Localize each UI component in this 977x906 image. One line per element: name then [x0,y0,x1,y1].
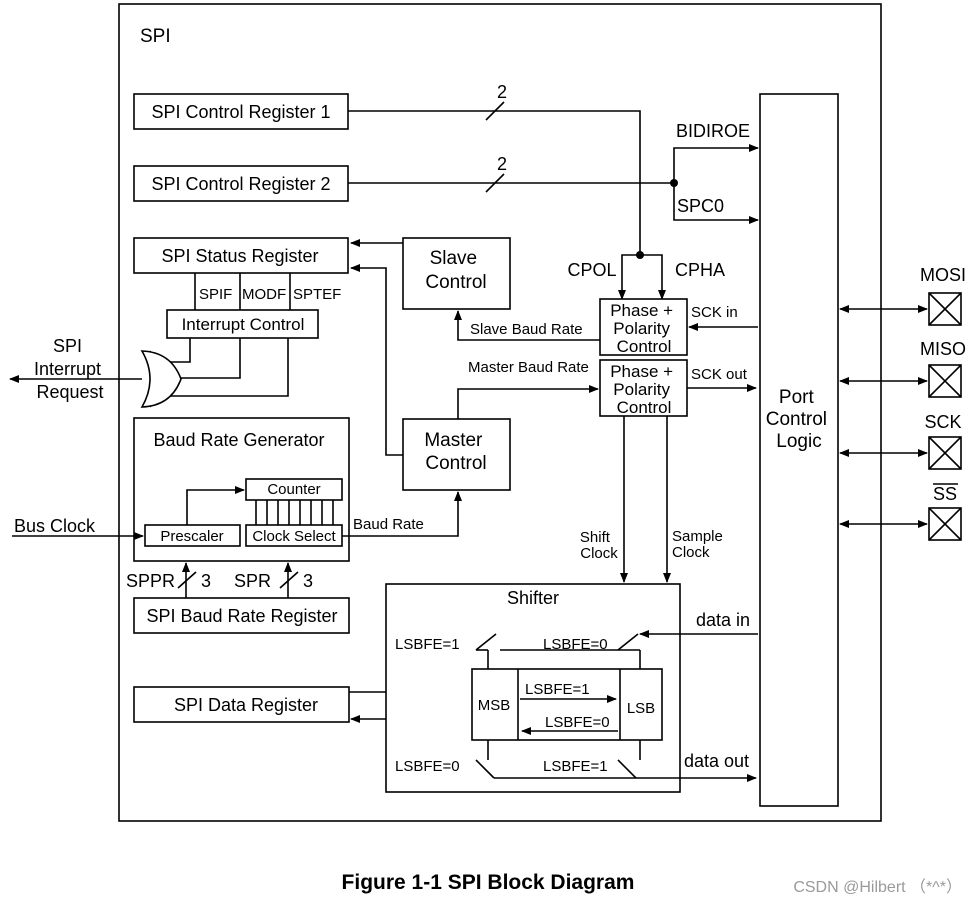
spc0-label: SPC0 [677,196,724,216]
lsbfe0-bottom-switch [475,759,495,779]
master-to-status-line [350,264,403,456]
port-control-logic-box [759,93,839,807]
shifter-label: Shifter [507,588,559,608]
interrupt-request-label: SPI Interrupt Request [34,336,106,402]
status-register-label: SPI Status Register [161,246,318,266]
cr1-bus-width: 2 [497,82,507,102]
cr1-bus-line [348,110,641,255]
counter-label: Counter [267,481,320,498]
pin-sck: SCK [839,412,962,470]
sppr-slash [177,571,197,589]
ss-label: SS [933,484,957,504]
baud-rate-label: Baud Rate [353,516,424,533]
prescaler-to-counter-line [186,486,245,525]
lsbfe1-bottom-label: LSBFE=1 [543,758,608,775]
master-baud-rate-line [457,385,599,419]
control-register-2-label: SPI Control Register 2 [151,174,330,194]
interrupt-control-label: Interrupt Control [182,315,305,334]
or-gate [140,350,182,408]
modf-label: MODF [242,286,286,303]
lsb-label: LSB [627,700,655,717]
bus-clock-label: Bus Clock [14,516,96,536]
pin-ss: SS [839,483,962,541]
spi-label: SPI [140,26,171,47]
lsbfe1-bottom-switch [617,759,637,779]
prescaler-box [144,524,241,547]
lsbfe0-bottom-label: LSBFE=0 [395,758,460,775]
master-control-box [402,418,511,491]
lsbfe0-top-switch [617,633,639,651]
counter-box [245,478,343,501]
phase-polarity-control-out-box [599,359,688,417]
lsbfe0-top-label: LSBFE=0 [543,636,608,653]
sppr-width: 3 [201,571,211,591]
irq-wire-2 [164,338,241,379]
data-out-label: data out [684,751,749,771]
phase-polarity-control-in-label: Phase + Polarity Control [610,301,678,356]
slave-baud-rate-label: Slave Baud Rate [470,321,583,338]
lsbfe0-mid-label: LSBFE=0 [545,714,610,731]
slave-baud-rate-line [454,310,600,341]
spif-label: SPIF [199,286,232,303]
control-register-1-box [133,93,349,130]
cr2-bus-width: 2 [497,154,507,174]
sample-clock-label: Sample Clock [672,528,727,561]
spr-label: SPR [234,571,271,591]
data-in-label: data in [696,610,750,630]
miso-label: MISO [920,339,966,359]
port-control-logic-label: Port Control Logic [766,387,833,452]
watermark: CSDN @Hilbert （*^*） [793,878,962,896]
phase-polarity-control-in-box [599,298,688,356]
mosi-label: MOSI [920,265,966,285]
bidiroe-label: BIDIROE [676,121,750,141]
shift-register-box [471,668,663,741]
spc0-line [673,183,759,224]
sck-in-label: SCK in [691,304,738,321]
sptef-label: SPTEF [293,286,341,303]
clock-select-label: Clock Select [252,528,336,545]
lsbfe1-mid-label: LSBFE=1 [525,681,590,698]
sck-label: SCK [924,412,961,432]
irq-wire-3 [160,338,289,397]
cpol-label: CPOL [567,260,616,280]
baud-rate-line [342,491,462,537]
baud-rate-register-label: SPI Baud Rate Register [146,606,337,626]
spi-frame [118,3,882,822]
baud-rate-register-box [133,597,350,634]
slave-control-box [402,237,511,310]
msb-label: MSB [478,697,511,714]
phase-polarity-control-out-label: Phase + Polarity Control [610,362,678,417]
spr-slash [279,571,299,589]
pin-mosi: MOSI [839,265,966,326]
cpha-line [640,254,666,300]
bidiroe-line [673,144,759,183]
spr-width: 3 [303,571,313,591]
shift-clock-label: Shift Clock [580,529,618,562]
baud-rate-generator-label: Baud Rate Generator [153,430,324,450]
cpha-label: CPHA [675,260,725,280]
cpol-line [618,254,640,300]
interrupt-control-box [166,309,319,339]
data-register-label: SPI Data Register [174,695,318,715]
status-register-box [133,237,349,274]
data-register-box [133,686,350,723]
master-baud-rate-label: Master Baud Rate [468,359,589,376]
cr2-bus-slash [485,173,505,193]
control-register-1-label: SPI Control Register 1 [151,102,330,122]
lsbfe1-top-switch [475,633,497,651]
sck-out-label: SCK out [691,366,748,383]
sppr-label: SPPR [126,571,175,591]
counter-bus-lines [255,500,334,525]
slave-control-label: Slave Control [425,248,486,293]
prescaler-label: Prescaler [160,528,223,545]
figure-caption: Figure 1-1 SPI Block Diagram [342,871,635,894]
cr1-bus-slash [485,101,505,121]
lsbfe1-top-label: LSBFE=1 [395,636,460,653]
pin-miso: MISO [839,339,966,398]
control-register-2-box [133,165,349,202]
master-control-label: Master Control [424,430,487,474]
